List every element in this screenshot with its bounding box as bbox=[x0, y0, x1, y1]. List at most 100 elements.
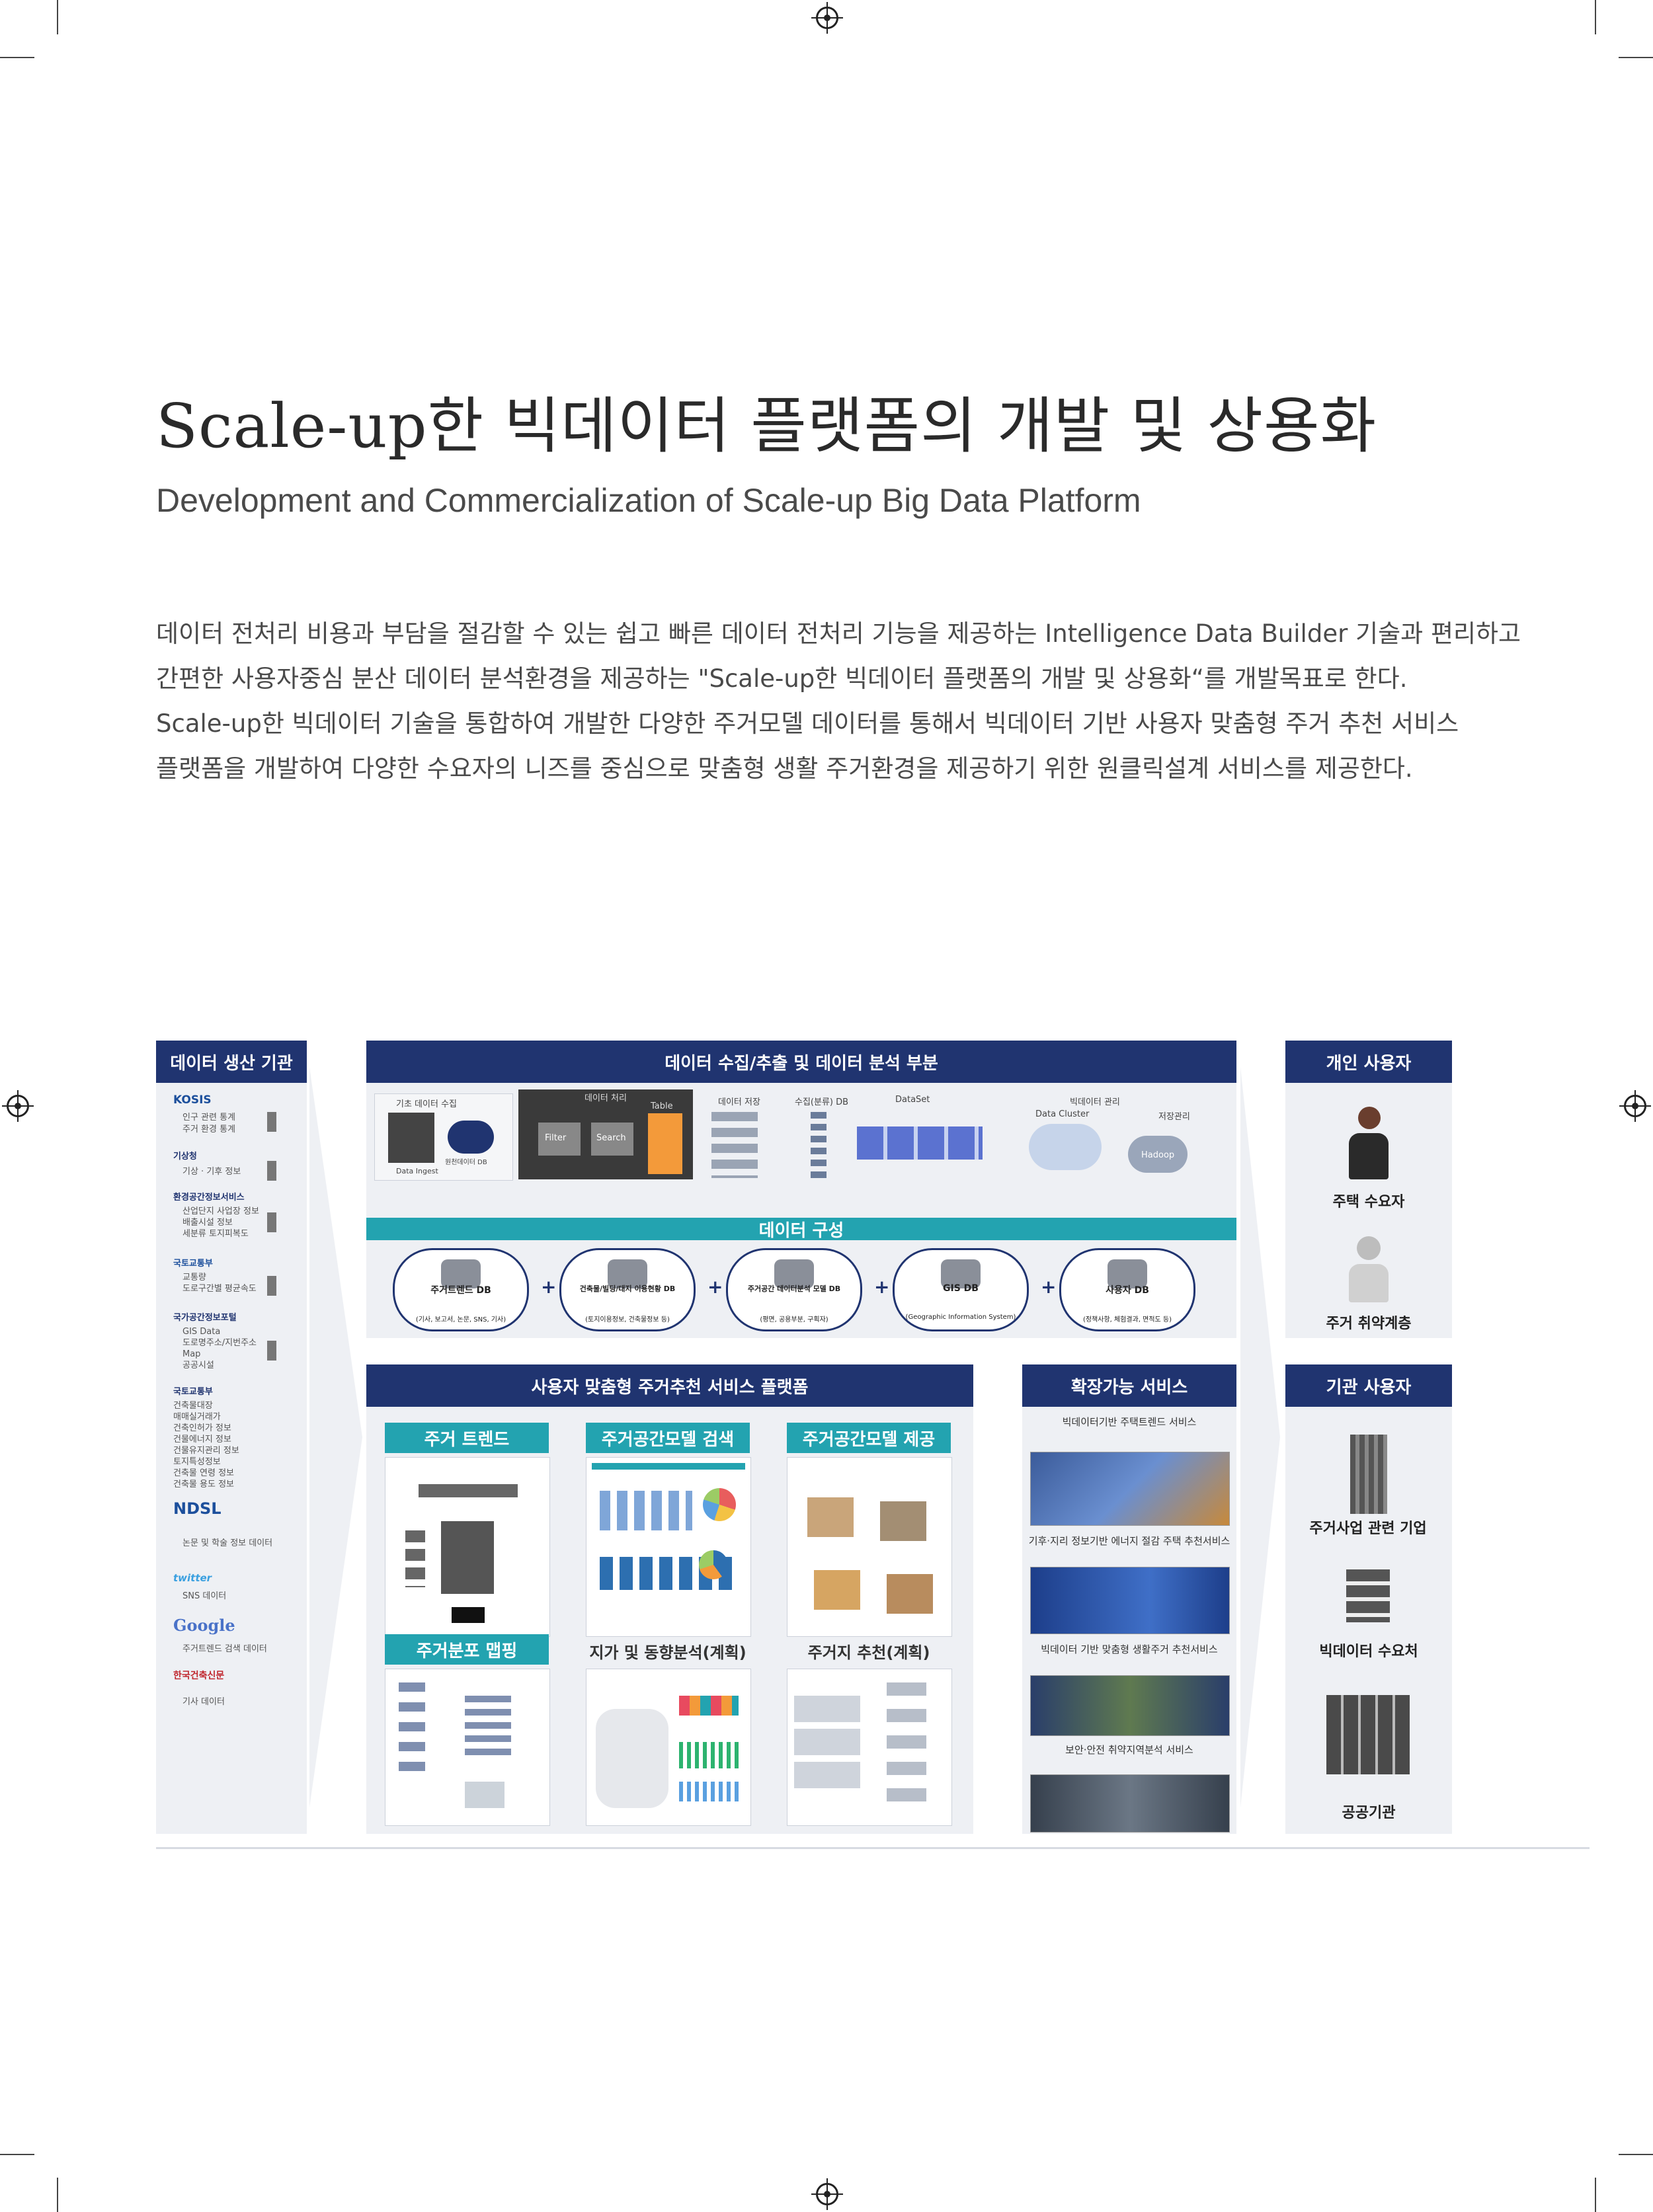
body-shape bbox=[1349, 1264, 1389, 1302]
classified-db-label: 수집(분류) DB bbox=[795, 1097, 849, 1107]
crop-mark bbox=[57, 0, 58, 34]
chart-thumbnail bbox=[600, 1491, 692, 1530]
producers-header: 데이터 생산 기관 bbox=[156, 1041, 307, 1083]
plus-sign: + bbox=[707, 1276, 723, 1298]
org-item: Map bbox=[182, 1349, 201, 1359]
producers-list: KOSIS 인구 관련 통계 주거 환경 통계 기상청 기상 · 기후 정보 환… bbox=[156, 1083, 307, 1834]
search-chevron bbox=[591, 1123, 633, 1156]
tile-image bbox=[586, 1457, 751, 1637]
db-oval: 주거트렌드 DB (기사, 보고서, 논문, SNS, 기사) bbox=[393, 1248, 529, 1331]
floorplan-thumbnail bbox=[880, 1501, 926, 1541]
bottom-divider bbox=[156, 1847, 1590, 1849]
processing-label: 데이터 처리 bbox=[585, 1093, 627, 1103]
org-logo: 국토교통부 bbox=[173, 1259, 213, 1269]
service-caption: 빅데이터기반 주택트렌드 서비스 bbox=[1062, 1416, 1197, 1428]
crop-mark bbox=[1595, 0, 1596, 34]
pipeline-row: 기초 데이터 수집 원천데이터 DB Data Ingest 데이터 처리 Ta… bbox=[374, 1089, 1227, 1182]
db-label: 주거트렌드 DB bbox=[430, 1285, 491, 1296]
org-item: 기사 데이터 bbox=[182, 1697, 225, 1707]
database-icon bbox=[941, 1259, 981, 1288]
composition-header: 데이터 구성 bbox=[366, 1218, 1236, 1241]
org-item: 주거트렌드 검색 데이터 bbox=[182, 1644, 267, 1654]
org-logo: twitter bbox=[173, 1572, 212, 1584]
hadoop-label: Hadoop bbox=[1141, 1150, 1175, 1160]
chart-thumbnail bbox=[592, 1463, 745, 1470]
tree-diagram bbox=[465, 1696, 511, 1762]
org-item: 건축물 연령 정보 bbox=[173, 1468, 234, 1478]
page-subtitle: Development and Commercialization of Sca… bbox=[156, 482, 1141, 519]
db-sub: (평면, 공용부분, 구획자) bbox=[760, 1316, 828, 1323]
org-item: 토지특성정보 bbox=[173, 1457, 221, 1467]
org-item: 도로구간별 평균속도 bbox=[182, 1284, 257, 1294]
stack-icon bbox=[811, 1112, 826, 1178]
tree-diagram bbox=[399, 1682, 425, 1782]
org-logo: KOSIS bbox=[173, 1093, 212, 1107]
database-icon bbox=[774, 1259, 814, 1288]
filter-chevron bbox=[538, 1123, 581, 1156]
org-item: 매매실거래가 bbox=[173, 1412, 221, 1422]
tile-header: 주거공간모델 검색 bbox=[586, 1423, 750, 1453]
database-icon bbox=[1108, 1259, 1147, 1288]
map-thumbnail bbox=[596, 1709, 668, 1808]
body-line: Scale-up한 빅데이터 기술을 통합하여 개발한 다양한 주거모델 데이터… bbox=[156, 709, 1459, 738]
ingest-label: 기초 데이터 수집 bbox=[396, 1099, 457, 1109]
db-sub: (토지이용정보, 건축물정보 등) bbox=[585, 1316, 670, 1323]
ingest-caption: Data Ingest bbox=[396, 1167, 438, 1175]
flowchart-thumbnail bbox=[794, 1696, 860, 1788]
registration-mark-icon bbox=[811, 2, 843, 34]
database-icon bbox=[608, 1259, 647, 1288]
crop-mark bbox=[57, 2178, 58, 2212]
raw-db-label: 원천데이터 DB bbox=[445, 1159, 487, 1166]
tile-image bbox=[385, 1457, 550, 1637]
server-stack-icon bbox=[1346, 1569, 1390, 1622]
db-oval: 사용자 DB (정책사항, 체험결과, 면적도 등) bbox=[1059, 1248, 1195, 1331]
org-item: 건물유지관리 정보 bbox=[173, 1446, 239, 1456]
db-label: 건축물/빌딩/대지 이용현황 DB bbox=[579, 1284, 676, 1293]
filter-label: Filter bbox=[545, 1133, 567, 1143]
head-shape bbox=[1357, 1236, 1381, 1260]
user-label: 주거사업 관련 기업 bbox=[1309, 1521, 1427, 1537]
org-item: 건물에너지 정보 bbox=[173, 1435, 231, 1444]
processing-box: 데이터 처리 Table Filter Search bbox=[518, 1089, 693, 1179]
architecture-diagram: 데이터 생산 기관 KOSIS 인구 관련 통계 주거 환경 통계 기상청 기상… bbox=[156, 1041, 1590, 1844]
tile-header: 주거지 추천(계획) bbox=[807, 1643, 930, 1662]
db-oval: GIS DB (Geographic Information System) bbox=[893, 1248, 1029, 1331]
institutional-header: 기관 사용자 bbox=[1285, 1364, 1452, 1407]
ingest-box: 기초 데이터 수집 원천데이터 DB Data Ingest bbox=[374, 1093, 513, 1181]
org-logo: 기상청 bbox=[173, 1152, 197, 1162]
user-label: 주택 수요자 bbox=[1332, 1194, 1405, 1210]
chart-thumbnail bbox=[679, 1742, 739, 1768]
server-icon bbox=[267, 1341, 276, 1361]
flowchart-thumbnail bbox=[887, 1682, 926, 1808]
floorplan-thumbnail bbox=[814, 1570, 860, 1610]
tile-header: 주거 트렌드 bbox=[385, 1423, 549, 1453]
tile-image bbox=[586, 1669, 751, 1826]
org-item: 인구 관련 통계 bbox=[182, 1113, 236, 1123]
producers-panel bbox=[156, 1041, 307, 1834]
crop-mark bbox=[0, 2154, 34, 2155]
public-building-icon bbox=[1326, 1695, 1410, 1774]
db-sub: (기사, 보고서, 논문, SNS, 기사) bbox=[415, 1316, 506, 1323]
registration-mark-icon bbox=[2, 1090, 34, 1122]
pie-thumbnail bbox=[699, 1550, 728, 1579]
plus-sign: + bbox=[1041, 1276, 1057, 1298]
service-caption: 기후·지리 정보기반 에너지 절감 주택 추천서비스 bbox=[1028, 1535, 1230, 1547]
service-caption: 보안·안전 취약지역분석 서비스 bbox=[1065, 1744, 1193, 1756]
org-logo: 환경공간정보서비스 bbox=[173, 1193, 245, 1203]
crop-mark bbox=[0, 57, 34, 58]
body-line: 플랫폼을 개발하여 다양한 수요자의 니즈를 중심으로 맞춤형 생활 주거환경을… bbox=[156, 754, 1413, 783]
user-label: 공공기관 bbox=[1342, 1805, 1396, 1821]
db-oval: 주거공간 데이터분석 모델 DB (평면, 공용부분, 구획자) bbox=[726, 1248, 862, 1331]
search-label: Search bbox=[596, 1133, 626, 1143]
org-item: SNS 데이터 bbox=[182, 1591, 227, 1601]
chart-thumbnail bbox=[679, 1696, 739, 1716]
person-icon bbox=[1344, 1107, 1394, 1179]
service-image bbox=[1030, 1774, 1230, 1833]
crop-mark bbox=[1595, 2178, 1596, 2212]
db-sub: (Geographic Information System) bbox=[905, 1314, 1016, 1321]
registration-mark-icon bbox=[1619, 1090, 1651, 1122]
service-caption: 빅데이터 기반 맞춤형 생활주거 추천서비스 bbox=[1041, 1643, 1218, 1655]
user-label: 주거 취약계층 bbox=[1326, 1316, 1412, 1332]
pie-thumbnail bbox=[703, 1488, 736, 1521]
flowchart-block bbox=[405, 1530, 425, 1587]
